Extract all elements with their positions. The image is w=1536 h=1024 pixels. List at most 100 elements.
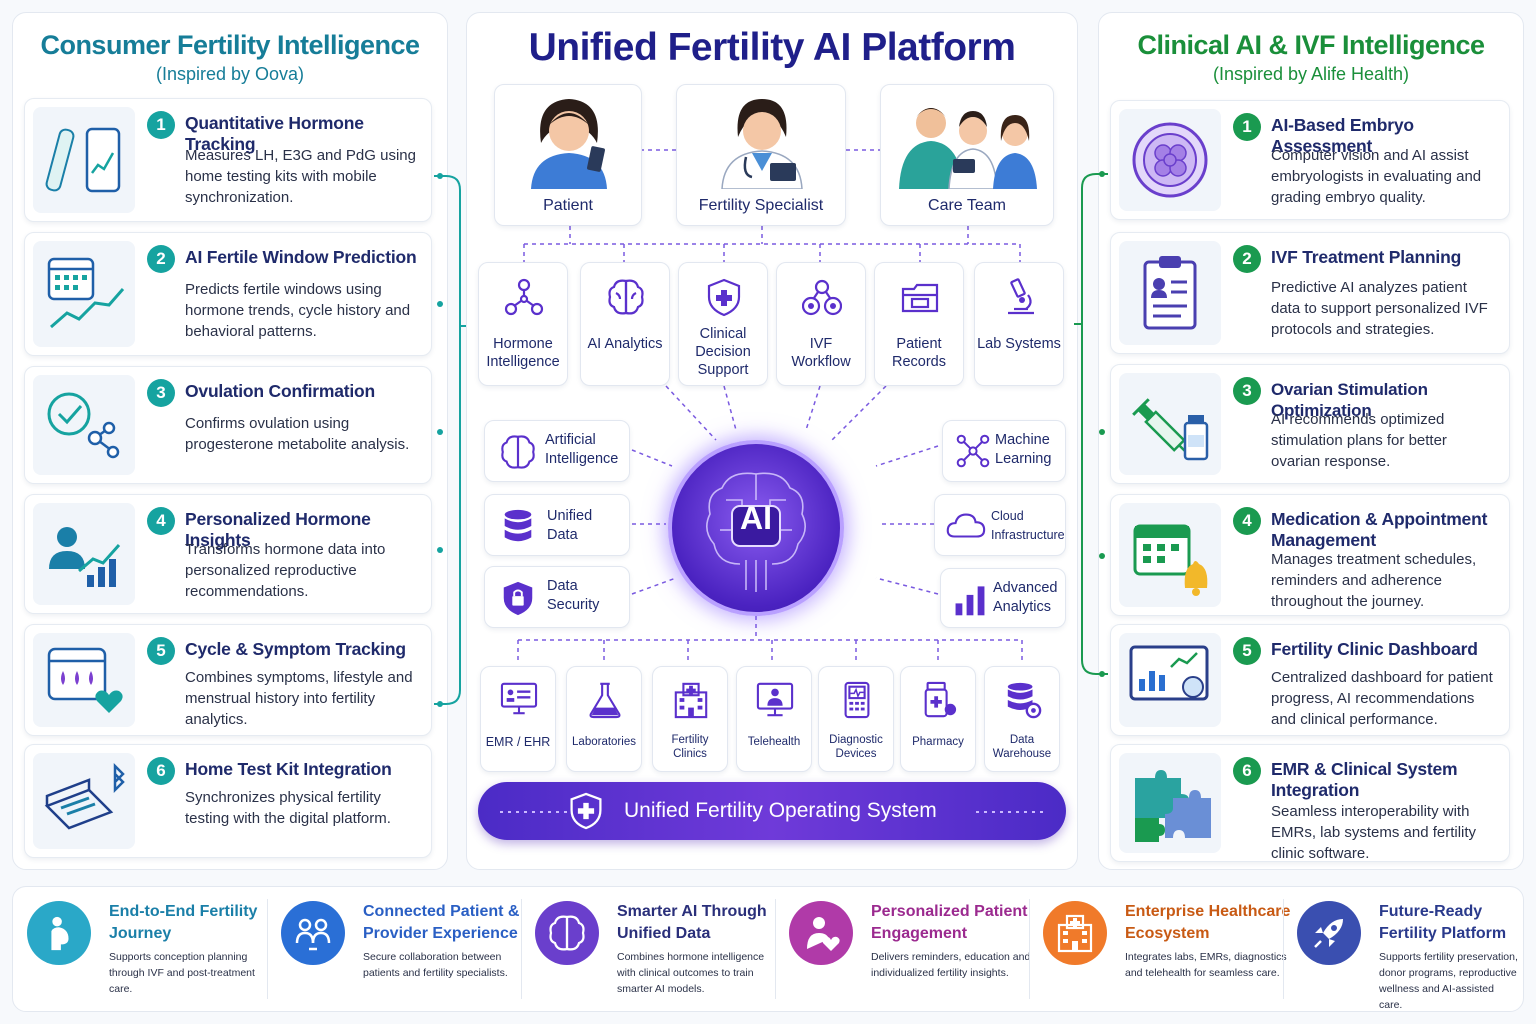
user-care-team[interactable]: Care Team [880, 84, 1054, 226]
person-heart-icon [789, 901, 853, 965]
clinical-title: Clinical AI & IVF Intelligence [1137, 30, 1485, 60]
benefit-smarter-ai[interactable]: Smarter AI Through Unified Data Combines… [521, 887, 773, 1013]
benefit-description: Delivers reminders, education and indivi… [871, 951, 1031, 979]
capability-data-security[interactable]: Data Security [484, 566, 630, 628]
integration-diagnostic-devices[interactable]: Diagnostic Devices [818, 666, 894, 772]
shield-lock-icon [503, 581, 533, 616]
card-title: Fertility Clinic Dashboard [1271, 639, 1478, 659]
benefit-title: Smarter AI Through Unified Data [617, 903, 767, 942]
benefit-end-to-end[interactable]: End-to-End Fertility Journey Supports co… [13, 887, 265, 1013]
benefit-description: Secure collaboration between patients an… [363, 951, 508, 979]
puzzle-icon [1119, 753, 1221, 853]
capability-label: Advanced Analytics [993, 580, 1058, 615]
clinical-card-4[interactable]: 4 Medication & Appointment Management Ma… [1110, 494, 1510, 616]
user-fertility-specialist[interactable]: Fertility Specialist [676, 84, 846, 226]
card-description: AI recommends optimized stimulation plan… [1271, 411, 1447, 470]
left-connector [434, 173, 468, 707]
consumer-card-4[interactable]: 4 Personalized Hormone Insights Transfor… [24, 494, 432, 614]
benefit-future-ready[interactable]: Future-Ready Fertility Platform Supports… [1283, 887, 1523, 1013]
benefit-patient-engagement[interactable]: Personalized Patient Engagement Delivers… [775, 887, 1030, 1013]
syringe-vial-icon [1119, 373, 1221, 475]
user-label: Care Team [928, 197, 1006, 214]
consumer-card-6[interactable]: 6 Home Test Kit Integration Synchronizes… [24, 744, 432, 858]
clinical-card-6[interactable]: 6 EMR & Clinical System Integration Seam… [1110, 744, 1510, 862]
database-gear-icon [1007, 682, 1042, 719]
telehealth-monitor-icon [756, 682, 794, 717]
card-description: Transforms hormone data into personalize… [185, 541, 386, 600]
capability-unified-data[interactable]: Unified Data [484, 494, 630, 556]
module-label: Clinical Decision Support [695, 326, 751, 378]
clinical-card-1[interactable]: 1 AI-Based Embryo Assessment Computer vi… [1110, 100, 1510, 220]
module-clinical-decision-support[interactable]: Clinical Decision Support [678, 262, 768, 386]
capability-advanced-analytics[interactable]: Advanced Analytics [940, 568, 1066, 628]
card-description: Measures LH, E3G and PdG using home test… [185, 147, 416, 206]
monitor-records-icon [500, 682, 538, 715]
capability-machine-learning[interactable]: Machine Learning [942, 420, 1066, 482]
integration-laboratories[interactable]: Laboratories [566, 666, 642, 772]
brain-icon [535, 901, 599, 965]
capability-cloud-infrastructure[interactable]: Cloud Infrastructure [934, 494, 1066, 556]
ai-hub[interactable]: AI [668, 440, 844, 616]
brain-icon [501, 435, 535, 469]
step-number: 2 [1233, 245, 1261, 273]
microscope-icon [1008, 278, 1034, 315]
consumer-card-1[interactable]: 1 Quantitative Hormone Tracking Measures… [24, 98, 432, 222]
operating-system-bar[interactable]: Unified Fertility Operating System [478, 782, 1066, 840]
card-title: IVF Treatment Planning [1271, 247, 1462, 267]
step-number: 3 [147, 379, 175, 407]
step-number: 1 [147, 111, 175, 139]
benefit-description: Combines hormone intelligence with clini… [617, 951, 765, 995]
module-ai-analytics[interactable]: AI Analytics [580, 262, 670, 386]
person-chart-icon [33, 503, 135, 605]
card-description: Manages treatment schedules, reminders a… [1271, 551, 1477, 610]
benefit-title: End-to-End Fertility Journey [109, 903, 258, 942]
integration-label: Diagnostic Devices [829, 734, 883, 760]
clinical-card-3[interactable]: 3 Ovarian Stimulation Optimization AI re… [1110, 364, 1510, 484]
card-description: Predicts fertile windows using hormone t… [185, 281, 411, 340]
benefit-connected-experience[interactable]: Connected Patient & Provider Experience … [267, 887, 519, 1013]
network-icon [956, 434, 990, 468]
calendar-drops-heart-icon [33, 633, 135, 727]
consumer-card-2[interactable]: 2 AI Fertile Window Prediction Predicts … [24, 232, 432, 356]
cloud-icon [946, 513, 986, 538]
people-connected-icon [281, 901, 345, 965]
module-patient-records[interactable]: Patient Records [874, 262, 964, 386]
calendar-trend-icon [33, 241, 135, 347]
shield-hospital-icon [570, 792, 602, 830]
step-number: 1 [1233, 113, 1261, 141]
clinical-card-2[interactable]: 2 IVF Treatment Planning Predictive AI a… [1110, 232, 1510, 354]
module-ivf-workflow[interactable]: IVF Workflow [776, 262, 866, 386]
benefit-enterprise-ecosystem[interactable]: Enterprise Healthcare Ecosystem Integrat… [1029, 887, 1290, 1013]
capability-label: Cloud Infrastructure [991, 509, 1065, 542]
benefit-title: Future-Ready Fertility Platform [1379, 903, 1507, 942]
module-label: IVF Workflow [791, 336, 851, 370]
capability-artificial-intelligence[interactable]: Artificial Intelligence [484, 420, 630, 482]
integration-fertility-clinics[interactable]: Fertility Clinics [652, 666, 728, 772]
card-description: Predictive AI analyzes patient data to s… [1271, 279, 1488, 338]
step-number: 5 [1233, 637, 1261, 665]
step-number: 3 [1233, 377, 1261, 405]
module-lab-systems[interactable]: Lab Systems [974, 262, 1064, 386]
user-patient[interactable]: Patient [494, 84, 642, 226]
benefits-bar: End-to-End Fertility Journey Supports co… [12, 886, 1524, 1012]
benefit-description: Supports fertility preservation, donor p… [1379, 951, 1518, 1011]
integration-label: Fertility Clinics [671, 734, 709, 760]
patient-avatar-icon [531, 99, 607, 189]
consumer-card-3[interactable]: 3 Ovulation Confirmation Confirms ovulat… [24, 366, 432, 484]
benefit-title: Connected Patient & Provider Experience [363, 903, 520, 942]
test-strip-phone-icon [33, 107, 135, 213]
capability-label: Data Security [547, 578, 600, 613]
consumer-card-5[interactable]: 5 Cycle & Symptom Tracking Combines symp… [24, 624, 432, 736]
benefit-description: Supports conception planning through IVF… [109, 951, 255, 995]
integration-pharmacy[interactable]: Pharmacy [900, 666, 976, 772]
integration-telehealth[interactable]: Telehealth [736, 666, 812, 772]
step-number: 6 [1233, 757, 1261, 785]
folder-records-icon [901, 283, 939, 313]
check-molecule-icon [33, 375, 135, 475]
clipboard-icon [1119, 241, 1221, 345]
integration-data-warehouse[interactable]: Data Warehouse [984, 666, 1060, 772]
card-title: Cycle & Symptom Tracking [185, 639, 406, 659]
integration-emr-ehr[interactable]: EMR / EHR [480, 666, 556, 772]
clinical-card-5[interactable]: 5 Fertility Clinic Dashboard Centralized… [1110, 624, 1510, 736]
module-hormone-intelligence[interactable]: Hormone Intelligence [478, 262, 568, 386]
